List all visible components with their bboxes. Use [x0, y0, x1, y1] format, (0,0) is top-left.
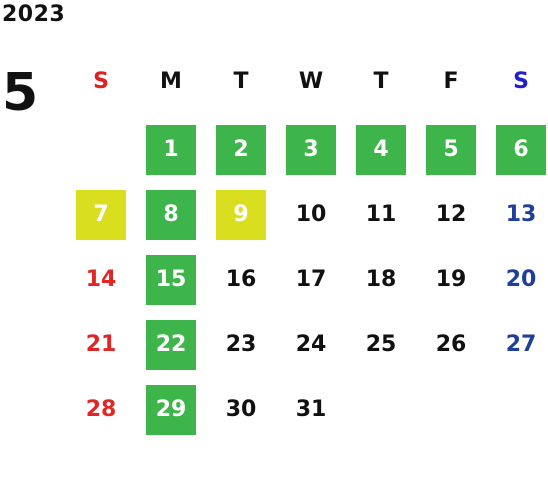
day-cell-24[interactable]: 24	[295, 332, 327, 357]
day-cell-21[interactable]: 21	[85, 332, 117, 357]
day-cell-17[interactable]: 17	[295, 267, 327, 292]
month-number: 5	[2, 63, 39, 123]
year-label: 2023	[2, 2, 66, 27]
day-cell-26[interactable]: 26	[435, 332, 467, 357]
day-cell-15[interactable]: 15	[146, 255, 196, 305]
day-cell-25[interactable]: 25	[365, 332, 397, 357]
weekday-header-5: F	[443, 69, 459, 94]
day-cell-28[interactable]: 28	[85, 397, 117, 422]
day-cell-14[interactable]: 14	[85, 267, 117, 292]
day-cell-23[interactable]: 23	[225, 332, 257, 357]
day-cell-3[interactable]: 3	[286, 125, 336, 175]
day-cell-22[interactable]: 22	[146, 320, 196, 370]
day-cell-16[interactable]: 16	[225, 267, 257, 292]
day-cell-1[interactable]: 1	[146, 125, 196, 175]
day-cell-7[interactable]: 7	[76, 190, 126, 240]
day-cell-8[interactable]: 8	[146, 190, 196, 240]
day-cell-20[interactable]: 20	[505, 267, 537, 292]
day-cell-18[interactable]: 18	[365, 267, 397, 292]
day-cell-13[interactable]: 13	[505, 202, 537, 227]
day-cell-19[interactable]: 19	[435, 267, 467, 292]
day-cell-2[interactable]: 2	[216, 125, 266, 175]
weekday-header-6: S	[513, 69, 529, 94]
day-cell-30[interactable]: 30	[225, 397, 257, 422]
day-cell-10[interactable]: 10	[295, 202, 327, 227]
weekday-header-2: T	[233, 69, 249, 94]
day-cell-29[interactable]: 29	[146, 385, 196, 435]
weekday-header-0: S	[93, 69, 109, 94]
weekday-header-1: M	[160, 69, 182, 94]
weekday-header-3: W	[298, 69, 324, 94]
day-cell-5[interactable]: 5	[426, 125, 476, 175]
day-cell-6[interactable]: 6	[496, 125, 546, 175]
day-cell-27[interactable]: 27	[505, 332, 537, 357]
day-cell-31[interactable]: 31	[295, 397, 327, 422]
day-cell-12[interactable]: 12	[435, 202, 467, 227]
day-cell-9[interactable]: 9	[216, 190, 266, 240]
weekday-header-4: T	[373, 69, 389, 94]
day-cell-11[interactable]: 11	[365, 202, 397, 227]
day-cell-4[interactable]: 4	[356, 125, 406, 175]
